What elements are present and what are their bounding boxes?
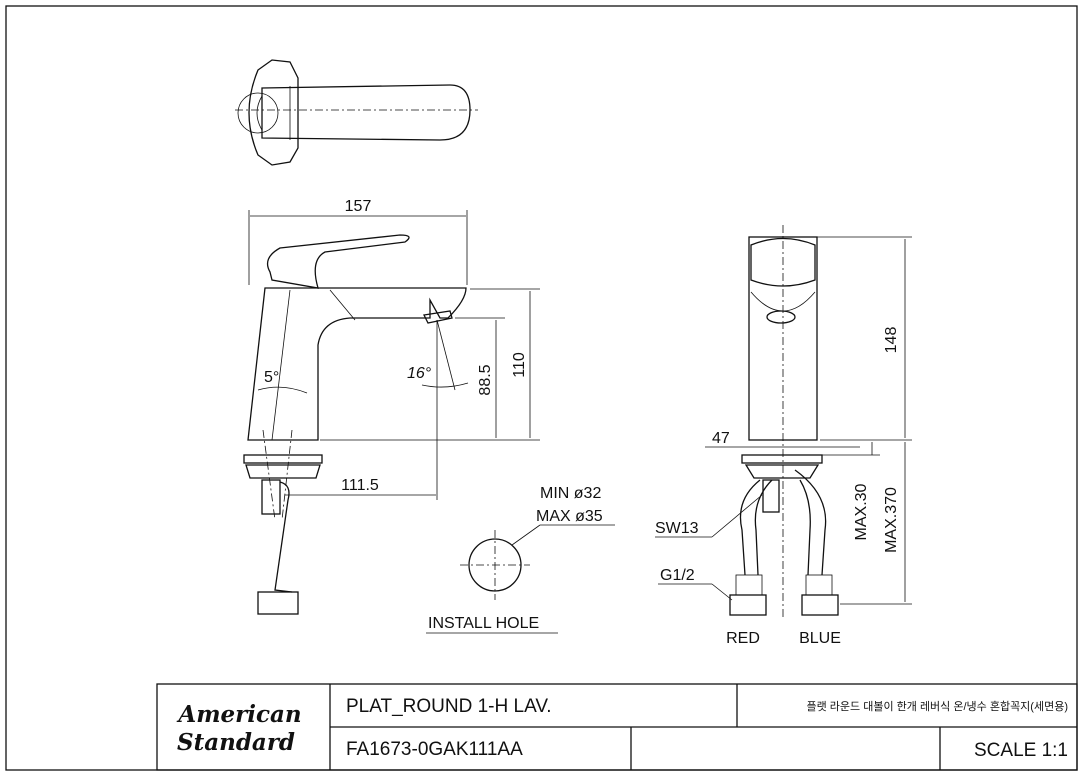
dim-side-height: 148: [883, 327, 900, 354]
scale: SCALE 1:1: [974, 740, 1068, 761]
dim-spout-angle: 16°: [407, 365, 432, 382]
dim-spout-reach: 111.5: [341, 477, 379, 494]
product-name: PLAT_ROUND 1-H LAV.: [346, 696, 552, 717]
model-number: FA1673-0GAK111AA: [346, 739, 523, 760]
dim-handle-angle: 5°: [264, 369, 279, 386]
install-hole-label: INSTALL HOLE: [428, 615, 539, 632]
title-block: American Standard PLAT_ROUND 1-H LAV. 플랫…: [156, 683, 1078, 771]
brand-logo-line1: American: [176, 701, 301, 728]
dim-spout-height: 88.5: [477, 364, 494, 395]
install-hole-min: MIN ø32: [540, 485, 601, 502]
brand-logo-line2: Standard: [177, 729, 295, 756]
dim-height-total: 110: [511, 352, 528, 378]
drawing-frame: [5, 5, 1078, 771]
top-view: [235, 59, 478, 166]
dim-max-30: MAX.30: [853, 483, 870, 540]
label-wrench-size: SW13: [655, 520, 699, 537]
product-name-korean: 플랫 라운드 대볼이 한개 레버식 온/냉수 혼합꼭지(세면용): [807, 700, 1068, 713]
label-red-hose: RED: [726, 630, 760, 647]
label-blue-hose: BLUE: [799, 630, 841, 647]
side-view: 148 MAX.30 MAX.370 47 SW13 G1/2 RED BLUE: [655, 225, 912, 647]
install-hole-detail: MIN ø32 MAX ø35 INSTALL HOLE: [426, 485, 615, 634]
install-hole-max: MAX ø35: [536, 508, 603, 525]
dim-base-width: 47: [712, 430, 730, 447]
label-thread: G1/2: [660, 567, 695, 584]
front-view: 157 110 88.5 16° 5° 111.5: [243, 198, 540, 615]
dim-overall-length: 157: [345, 198, 372, 215]
dim-max-370: MAX.370: [883, 487, 900, 553]
